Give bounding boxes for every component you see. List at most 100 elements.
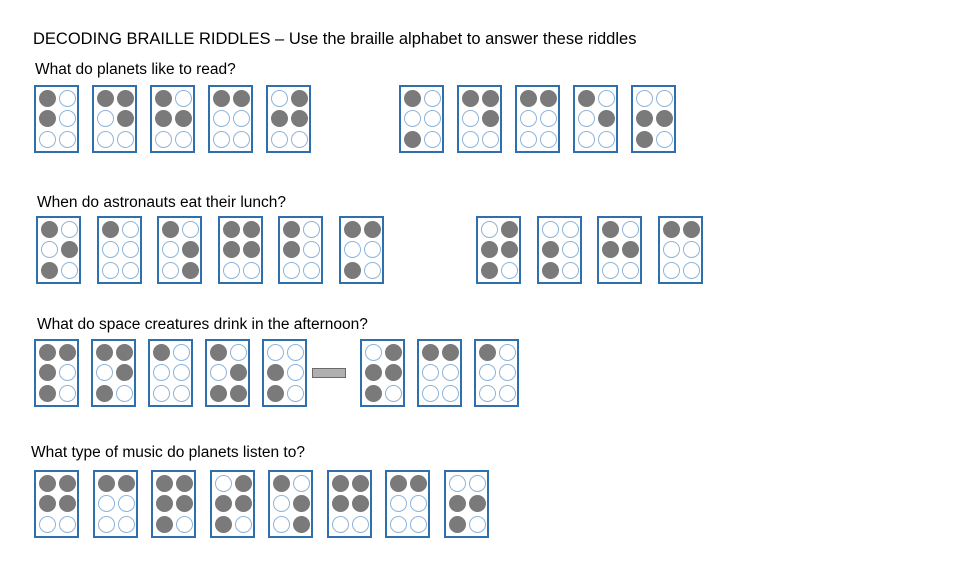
- braille-cell: [208, 85, 253, 153]
- braille-dot-empty: [468, 475, 486, 492]
- braille-cell: [36, 216, 81, 284]
- braille-dot-empty: [287, 364, 304, 381]
- braille-dot-empty: [61, 221, 78, 238]
- braille-dot-empty: [59, 364, 76, 381]
- braille-dot-raised: [283, 241, 300, 258]
- braille-dot-raised: [448, 516, 466, 533]
- braille-dot-empty: [682, 241, 700, 258]
- braille-dot-empty: [662, 241, 680, 258]
- braille-dot-empty: [293, 475, 310, 492]
- braille-dot-empty: [622, 262, 639, 279]
- braille-dot-empty: [234, 516, 252, 533]
- braille-dot-raised: [636, 110, 653, 127]
- braille-dot-raised: [59, 475, 76, 492]
- braille-dot-empty: [462, 110, 479, 127]
- braille-dot-empty: [59, 90, 76, 107]
- braille-dot-empty: [442, 364, 459, 381]
- braille-cell: [34, 470, 79, 538]
- braille-dot-raised: [602, 241, 619, 258]
- braille-dot-raised: [656, 110, 673, 127]
- braille-dot-empty: [442, 385, 459, 402]
- braille-dot-raised: [176, 495, 193, 512]
- braille-dot-empty: [267, 344, 284, 361]
- braille-cell: [262, 339, 307, 407]
- braille-dot-raised: [267, 385, 284, 402]
- braille-dot-empty: [390, 516, 407, 533]
- braille-dot-raised: [234, 475, 252, 492]
- braille-dot-empty: [162, 262, 179, 279]
- braille-dot-raised: [404, 131, 421, 148]
- braille-dot-raised: [156, 495, 173, 512]
- braille-dot-raised: [540, 90, 557, 107]
- braille-dot-raised: [182, 262, 199, 279]
- braille-dot-empty: [682, 262, 700, 279]
- braille-dot-raised: [39, 364, 56, 381]
- braille-dot-empty: [210, 364, 227, 381]
- braille-cell: [399, 85, 444, 153]
- braille-dot-empty: [622, 221, 639, 238]
- braille-dot-empty: [96, 364, 113, 381]
- braille-cell: [474, 339, 519, 407]
- braille-dot-raised: [343, 221, 361, 238]
- braille-dot-raised: [210, 344, 227, 361]
- braille-dot-empty: [117, 131, 134, 148]
- braille-dot-empty: [602, 262, 619, 279]
- braille-dot-raised: [351, 495, 369, 512]
- braille-dot-raised: [156, 475, 173, 492]
- braille-cell: [34, 85, 79, 153]
- braille-dot-raised: [233, 90, 250, 107]
- braille-dot-raised: [541, 262, 559, 279]
- braille-dot-raised: [293, 516, 310, 533]
- braille-dot-empty: [561, 221, 579, 238]
- braille-dot-raised: [116, 344, 133, 361]
- braille-dot-raised: [230, 364, 247, 381]
- braille-dot-empty: [283, 262, 300, 279]
- braille-cell: [266, 85, 311, 153]
- braille-dot-empty: [499, 385, 516, 402]
- braille-dot-empty: [101, 262, 119, 279]
- braille-dot-empty: [97, 110, 114, 127]
- braille-dot-raised: [222, 221, 240, 238]
- braille-dot-empty: [287, 344, 304, 361]
- braille-dot-empty: [121, 221, 139, 238]
- braille-dot-empty: [448, 475, 466, 492]
- braille-dot-raised: [636, 131, 653, 148]
- braille-dot-empty: [121, 241, 139, 258]
- braille-cell: [515, 85, 560, 153]
- braille-cell: [268, 470, 313, 538]
- braille-dot-empty: [303, 221, 320, 238]
- braille-dot-raised: [293, 495, 310, 512]
- braille-cell: [157, 216, 202, 284]
- braille-dot-empty: [578, 131, 595, 148]
- braille-dot-raised: [291, 110, 308, 127]
- braille-dot-empty: [481, 221, 498, 238]
- braille-dot-empty: [598, 131, 615, 148]
- braille-dot-empty: [540, 131, 557, 148]
- braille-dot-raised: [39, 475, 56, 492]
- braille-dot-empty: [242, 262, 260, 279]
- braille-dot-raised: [242, 221, 260, 238]
- braille-dot-empty: [291, 131, 308, 148]
- braille-dot-empty: [116, 385, 133, 402]
- braille-cell: [96, 216, 142, 284]
- braille-dot-raised: [481, 241, 498, 258]
- braille-cell: [385, 470, 430, 538]
- braille-dot-raised: [482, 110, 499, 127]
- braille-dot-empty: [176, 516, 193, 533]
- braille-dot-raised: [410, 475, 427, 492]
- braille-dot-raised: [176, 475, 193, 492]
- braille-cell: [338, 216, 384, 284]
- braille-dot-empty: [656, 131, 673, 148]
- braille-dot-empty: [422, 364, 439, 381]
- braille-dot-empty: [404, 110, 421, 127]
- braille-dot-empty: [303, 241, 320, 258]
- braille-dot-raised: [153, 344, 170, 361]
- braille-dot-empty: [662, 262, 680, 279]
- braille-dot-empty: [222, 262, 240, 279]
- braille-dot-raised: [390, 475, 407, 492]
- braille-dot-raised: [213, 90, 230, 107]
- braille-dot-raised: [39, 110, 56, 127]
- braille-dot-empty: [561, 262, 579, 279]
- braille-dot-empty: [39, 131, 56, 148]
- braille-dot-empty: [233, 131, 250, 148]
